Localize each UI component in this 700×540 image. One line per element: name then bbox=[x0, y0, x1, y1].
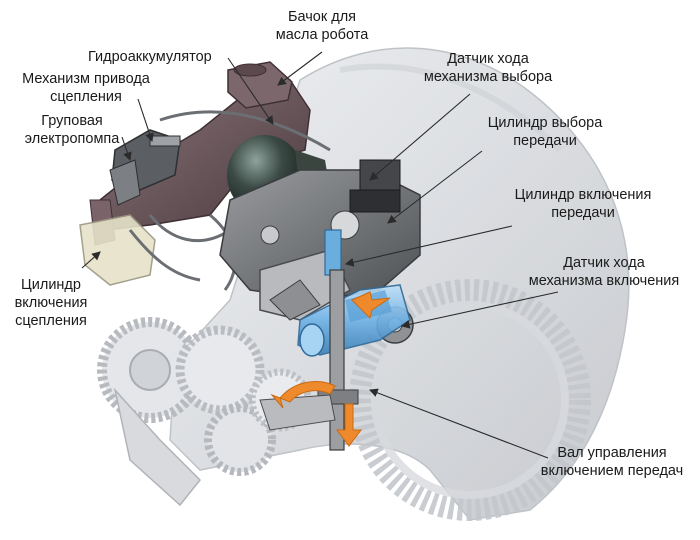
label-clutch-cylinder-line-1: Цилиндр bbox=[21, 277, 81, 293]
label-pump-line-1: Груповая bbox=[41, 113, 103, 129]
label-pump: Груповая электропомпа bbox=[12, 112, 132, 148]
label-shift-shaft-line-2: включением передач bbox=[540, 463, 684, 479]
label-engagement-sensor-line-1: Датчик хода bbox=[563, 255, 645, 271]
label-engagement-sensor: Датчик хода механизма включения bbox=[516, 254, 692, 290]
label-accumulator-line-1: Гидроаккумулятор bbox=[88, 49, 212, 65]
pump-assembly bbox=[109, 129, 181, 206]
label-engagement-sensor-line-2: механизма включения bbox=[528, 273, 680, 289]
label-engagement-cylinder: Цилиндр включения передачи bbox=[498, 186, 668, 222]
label-selection-sensor-line-1: Датчик хода bbox=[447, 51, 529, 67]
label-engagement-cylinder-line-2: передачи bbox=[551, 205, 615, 221]
label-accumulator: Гидроаккумулятор bbox=[88, 48, 212, 66]
label-selection-sensor: Датчик хода механизма выбора bbox=[408, 50, 568, 86]
label-clutch-cylinder: Цилиндр включения сцепления bbox=[6, 276, 96, 330]
label-clutch-cylinder-line-2: включения bbox=[14, 295, 88, 311]
label-shift-shaft: Вал управления включением передач bbox=[528, 444, 696, 480]
label-clutch-drive-line-2: сцепления bbox=[50, 89, 122, 105]
motion-arrows bbox=[270, 291, 391, 447]
ring-gear bbox=[349, 279, 591, 521]
label-clutch-drive-line-1: Механизм привода bbox=[22, 71, 150, 87]
label-oil-tank: Бачок для масла робота bbox=[262, 8, 382, 44]
label-clutch-cylinder-line-3: сцепления bbox=[15, 313, 87, 329]
label-engagement-cylinder-line-1: Цилиндр включения bbox=[514, 187, 652, 203]
label-selection-sensor-line-2: механизма выбора bbox=[423, 69, 553, 85]
label-selection-cylinder: Цилиндр выбора передачи bbox=[470, 114, 620, 150]
label-oil-tank-line-1: Бачок для bbox=[287, 9, 357, 25]
label-selection-cylinder-line-2: передачи bbox=[513, 133, 577, 149]
label-oil-tank-line-2: масла робота bbox=[275, 27, 369, 43]
label-selection-cylinder-line-1: Цилиндр выбора bbox=[487, 115, 603, 131]
label-clutch-drive: Механизм привода сцепления bbox=[16, 70, 156, 106]
label-shift-shaft-line-1: Вал управления bbox=[557, 445, 667, 461]
leader-lines bbox=[81, 51, 559, 459]
label-pump-line-2: электропомпа bbox=[24, 131, 120, 147]
